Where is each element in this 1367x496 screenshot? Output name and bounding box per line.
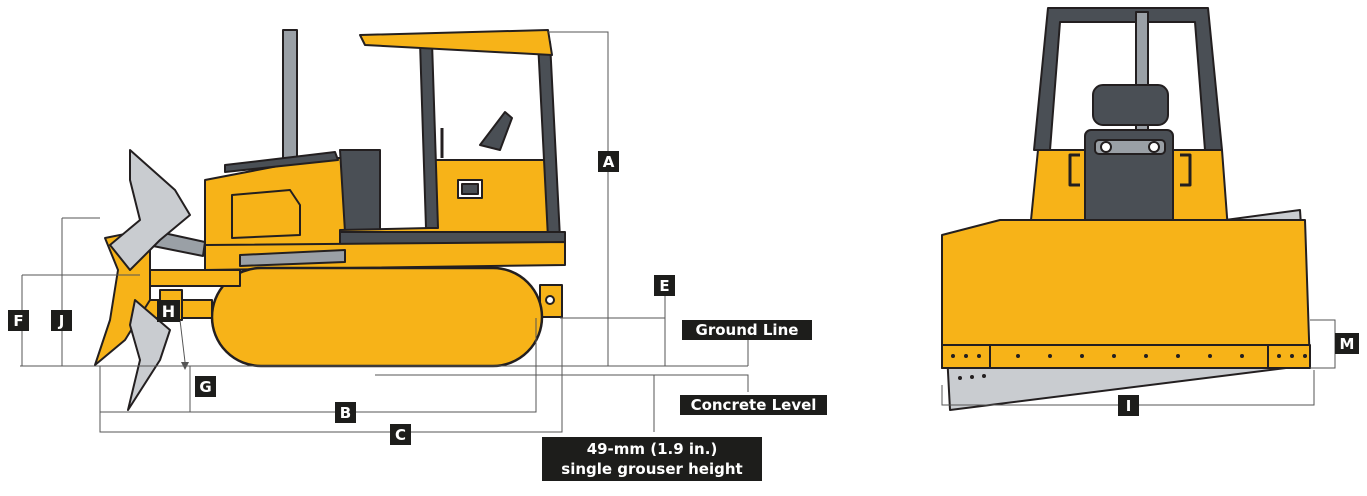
svg-text:H: H <box>162 302 175 321</box>
svg-text:B: B <box>340 404 351 422</box>
concrete-level-label: Concrete Level <box>680 395 827 415</box>
dim-badge-h: H <box>157 300 180 322</box>
blade-tilt-outline <box>109 149 191 271</box>
svg-text:F: F <box>13 312 23 330</box>
dim-badge-m: M <box>1335 333 1359 354</box>
exhaust-stack <box>282 29 298 166</box>
dim-badge-g: G <box>195 376 216 397</box>
cutting-edge <box>941 344 1311 369</box>
grouser-height-label: 49-mm (1.9 in.) single grouser height <box>542 437 762 481</box>
svg-text:J: J <box>58 312 65 330</box>
dim-badge-e: E <box>654 275 675 296</box>
dimension-badges: A E F J H G B C <box>8 151 1359 445</box>
dim-badge-i: I <box>1118 395 1139 416</box>
rops-post-front <box>419 41 439 229</box>
dim-badge-b: B <box>335 402 356 423</box>
ground-line-label: Ground Line <box>682 320 812 340</box>
dim-badge-j: J <box>51 310 72 331</box>
front-seat <box>1092 84 1169 126</box>
seat <box>479 111 513 151</box>
svg-text:A: A <box>603 153 615 171</box>
grouser-height-line1: 49-mm (1.9 in.) <box>586 440 718 458</box>
grouser-height-line2: single grouser height <box>561 460 743 478</box>
dim-badge-c: C <box>390 424 411 445</box>
svg-text:E: E <box>659 277 669 295</box>
front-rops-frame <box>1033 7 1223 151</box>
svg-text:M: M <box>1340 335 1355 353</box>
front-view-dozer <box>941 7 1311 411</box>
dozer-blade <box>94 231 151 366</box>
svg-text:C: C <box>395 426 406 444</box>
push-arm <box>139 269 241 287</box>
track <box>210 266 544 368</box>
dim-badge-a: A <box>598 151 619 172</box>
dim-badge-f: F <box>8 310 29 331</box>
svg-text:G: G <box>199 378 211 396</box>
canopy-roof <box>359 29 553 56</box>
side-view-dozer <box>94 29 566 411</box>
operator-seat-area <box>339 149 381 233</box>
svg-text:I: I <box>1126 397 1132 415</box>
